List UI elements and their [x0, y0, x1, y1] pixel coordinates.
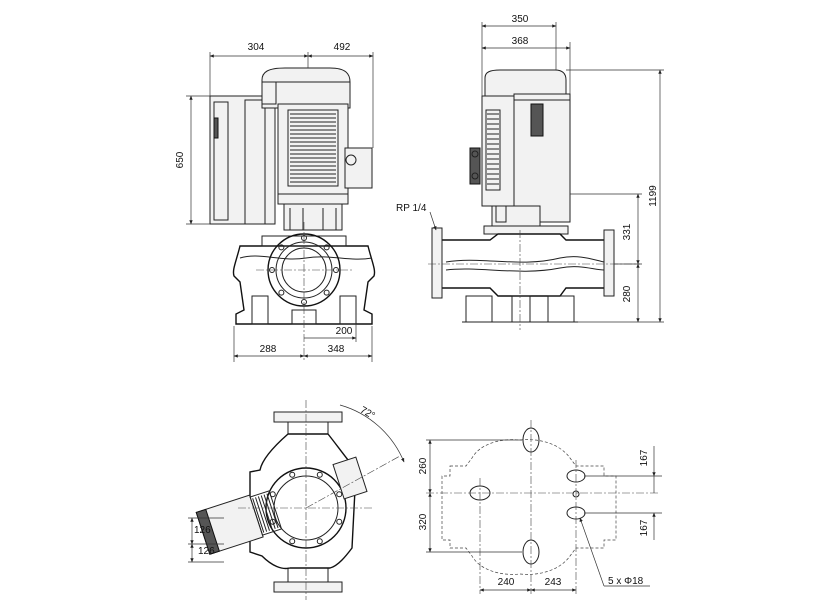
dim-offset-b: 126 [198, 546, 215, 557]
dim-side-width-top: 350 [512, 14, 529, 25]
dim-base-height-top: 260 [418, 457, 429, 474]
dim-base-width-left: 240 [498, 577, 515, 588]
dim-base-right-lower: 167 [639, 519, 650, 536]
side-view: RP 1/4 350 368 1199 331 280 [396, 14, 664, 330]
side-motor-fins [487, 113, 499, 185]
dim-upper-height: 331 [622, 223, 633, 240]
dim-motor-right-width: 492 [334, 42, 351, 53]
dim-overall-height: 1199 [648, 185, 659, 207]
dim-base-right-width: 348 [328, 344, 345, 355]
dim-base-left-width: 288 [260, 344, 277, 355]
dim-foot-offset: 200 [336, 326, 353, 337]
label-base-holes: 5 x Φ18 [608, 576, 644, 587]
dim-rotation-angle: 72° [358, 405, 377, 422]
dim-offset-a: 126 [194, 525, 211, 536]
dim-motor-height: 650 [175, 151, 186, 168]
dim-side-width-inner: 368 [512, 36, 529, 47]
dim-base-width-right: 243 [545, 577, 562, 588]
dim-lower-height: 280 [622, 285, 633, 302]
motor-cooling-fins [290, 113, 336, 183]
label-pressure-port: RP 1/4 [396, 203, 427, 214]
base-view: 260 320 167 167 240 243 5 x Φ18 [418, 420, 662, 594]
dim-base-right-upper: 167 [639, 449, 650, 466]
dim-base-height-bottom: 320 [418, 513, 429, 530]
dim-motor-left-width: 304 [248, 42, 265, 53]
top-view: 72° 126 126 [188, 400, 405, 600]
front-view: 304 492 650 200 288 348 [175, 42, 376, 362]
